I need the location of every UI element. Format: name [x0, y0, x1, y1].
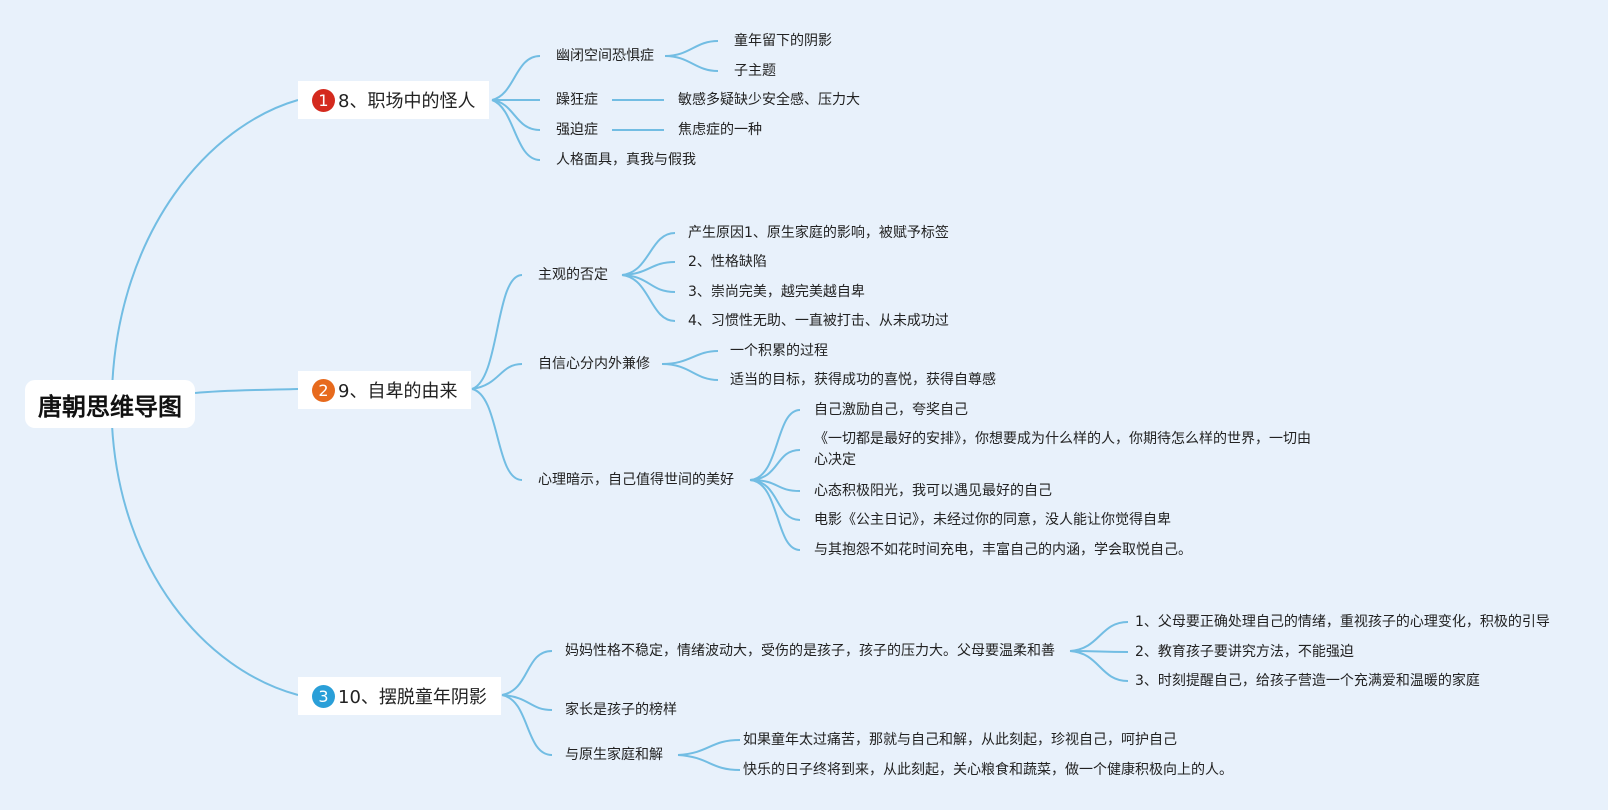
connector-b3-s2 — [501, 694, 553, 711]
connector-b1-s1-l2 — [664, 55, 719, 72]
branch-1-topic[interactable]: 1 8、职场中的怪人 — [298, 81, 490, 119]
connector-b2-s1-l1 — [621, 232, 676, 276]
leaf-2-1-1[interactable]: 产生原因1、原生家庭的影响，被赋予标签 — [688, 225, 949, 241]
leaf-1-1-1[interactable]: 童年留下的阴影 — [734, 33, 832, 49]
leaf-3-3-2[interactable]: 快乐的日子终将到来，从此刻起，关心粮食和蔬菜，做一个健康积极向上的人。 — [743, 762, 1233, 778]
leaf-2-1-4[interactable]: 4、习惯性无助、一直被打击、从未成功过 — [688, 313, 949, 329]
priority-2-icon: 2 — [312, 378, 335, 402]
connector-b2-s2 — [471, 363, 523, 390]
priority-3-icon: 3 — [312, 684, 335, 708]
connector-b2-s1-l2 — [621, 261, 676, 276]
branch-3-label: 10、摆脱童年阴影 — [338, 687, 487, 708]
connector-b1-s1-l1 — [664, 40, 719, 57]
subtopic-3-3[interactable]: 与原生家庭和解 — [565, 747, 663, 763]
connector-b1-s4 — [491, 99, 541, 161]
connector-b2-s1 — [471, 274, 523, 390]
connector-b2-s2-l2 — [661, 363, 719, 381]
subtopic-2-1[interactable]: 主观的否定 — [538, 267, 608, 283]
leaf-3-1-2[interactable]: 2、教育孩子要讲究方法，不能强迫 — [1135, 644, 1354, 660]
connector-root-branch-1 — [111, 99, 299, 391]
connector-b3-s1-l1 — [1069, 621, 1129, 652]
leaf-2-3-3[interactable]: 心态积极阳光，我可以遇见最好的自己 — [814, 483, 1052, 499]
connector-root-branch-3 — [111, 424, 299, 696]
connector-b3-s1 — [501, 650, 553, 696]
leaf-3-1-1[interactable]: 1、父母要正确处理自己的情绪，重视孩子的心理变化，积极的引导 — [1135, 614, 1550, 630]
connector-b2-s2-l1 — [661, 350, 719, 365]
connector-b1-s1 — [491, 55, 541, 101]
subtopic-1-1[interactable]: 幽闭空间恐惧症 — [556, 48, 654, 64]
connector-b2-s3-l2 — [749, 449, 801, 481]
subtopic-2-3[interactable]: 心理暗示，自己值得世间的美好 — [538, 472, 734, 488]
connector-b2-s3-l4 — [749, 479, 801, 521]
connector-b3-s1-l3 — [1069, 650, 1129, 682]
leaf-2-2-2[interactable]: 适当的目标，获得成功的喜悦，获得自尊感 — [730, 372, 996, 388]
connector-b2-s3-l5 — [749, 479, 801, 551]
connector-b1-s3 — [491, 99, 541, 131]
leaf-2-3-5[interactable]: 与其抱怨不如花时间充电，丰富自己的内涵，学会取悦自己。 — [814, 542, 1192, 558]
connector-root-branch-2 — [194, 388, 299, 394]
priority-1-icon: 1 — [312, 88, 335, 112]
branch-1-label: 8、职场中的怪人 — [338, 91, 476, 112]
root-topic[interactable]: 唐朝思维导图 — [25, 380, 195, 428]
leaf-2-3-1[interactable]: 自己激励自己，夸奖自己 — [814, 402, 968, 418]
subtopic-2-2[interactable]: 自信心分内外兼修 — [538, 356, 650, 372]
subtopic-3-1[interactable]: 妈妈性格不稳定，情绪波动大，受伤的是孩子，孩子的压力大。父母要温柔和善 — [565, 643, 1055, 659]
branch-2-label: 9、自卑的由来 — [338, 381, 458, 402]
leaf-1-3-1[interactable]: 焦虑症的一种 — [678, 122, 762, 138]
leaf-2-1-3[interactable]: 3、崇尚完美，越完美越自卑 — [688, 284, 865, 300]
connector-b3-s3-l2 — [677, 754, 741, 771]
leaf-3-1-3[interactable]: 3、时刻提醒自己，给孩子营造一个充满爱和温暖的家庭 — [1135, 673, 1480, 689]
leaf-2-3-2[interactable]: 《一切都是最好的安排》，你想要成为什么样的人，你期待怎么样的世界，一切由心决定 — [814, 431, 1311, 468]
connector-b2-s3 — [471, 388, 523, 481]
subtopic-1-3[interactable]: 强迫症 — [556, 122, 598, 138]
branch-3-topic[interactable]: 3 10、摆脱童年阴影 — [298, 677, 501, 715]
subtopic-1-4[interactable]: 人格面具，真我与假我 — [556, 152, 696, 168]
subtopic-3-2[interactable]: 家长是孩子的榜样 — [565, 702, 677, 718]
leaf-3-3-1[interactable]: 如果童年太过痛苦，那就与自己和解，从此刻起，珍视自己，呵护自己 — [743, 732, 1177, 748]
leaf-1-2-1[interactable]: 敏感多疑缺少安全感、压力大 — [678, 92, 860, 108]
leaf-2-1-2[interactable]: 2、性格缺陷 — [688, 254, 767, 270]
branch-2-topic[interactable]: 2 9、自卑的由来 — [298, 371, 472, 409]
leaf-2-2-1[interactable]: 一个积累的过程 — [730, 343, 828, 359]
connector-b2-s1-l4 — [621, 274, 676, 322]
connector-b2-s3-l1 — [749, 409, 801, 481]
subtopic-1-2[interactable]: 躁狂症 — [556, 92, 598, 108]
leaf-2-3-4[interactable]: 电影《公主日记》，未经过你的同意，没人能让你觉得自卑 — [814, 512, 1171, 528]
connector-b3-s3 — [501, 694, 553, 756]
connector-b3-s3-l1 — [677, 739, 741, 756]
leaf-1-1-2[interactable]: 子主题 — [734, 63, 776, 79]
